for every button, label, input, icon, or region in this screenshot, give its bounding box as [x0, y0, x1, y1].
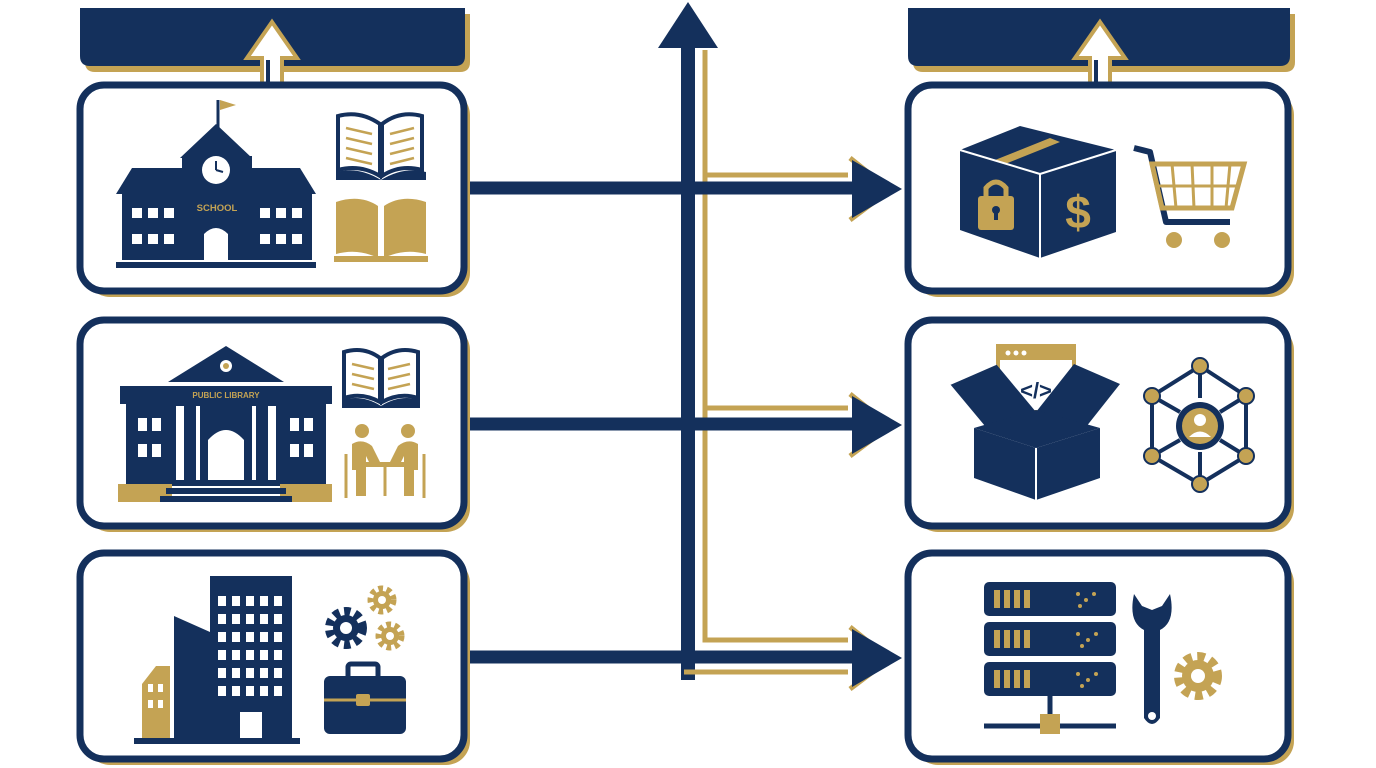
svg-text:$: $ — [1065, 186, 1091, 238]
server-rack-icon — [984, 582, 1116, 734]
top-arrow-head-icon — [658, 2, 718, 48]
reading-people-icon — [344, 424, 426, 498]
card-commerce: $ — [904, 81, 1294, 297]
office-buildings-icon — [134, 576, 300, 744]
wrench-gear-icon — [1132, 594, 1222, 724]
open-book-solid-icon — [334, 198, 428, 262]
secure-package-dollar-icon: $ — [959, 126, 1117, 258]
card-infrastructure — [904, 549, 1294, 765]
arrow-row-2 — [468, 392, 902, 458]
gears-icon — [325, 585, 405, 651]
card-software: </> — [904, 316, 1294, 532]
school-building-icon: SCHOOL — [116, 100, 316, 268]
arrow-row-3 — [468, 625, 902, 691]
user-network-icon — [1143, 357, 1255, 493]
open-book-icon — [336, 112, 426, 180]
arrow-row-1 — [468, 156, 902, 222]
briefcase-icon — [324, 661, 406, 734]
central-spine — [658, 2, 848, 680]
open-book-icon — [342, 348, 420, 408]
shopping-cart-icon — [1133, 145, 1248, 248]
open-box-code-icon: </> — [949, 344, 1120, 500]
school-label: SCHOOL — [197, 203, 238, 214]
card-school: SCHOOL — [76, 81, 470, 297]
library-building-icon: PUBLIC LIBRARY — [118, 346, 332, 502]
card-library: PUBLIC LIBRARY — [76, 316, 470, 532]
library-label: PUBLIC LIBRARY — [192, 391, 260, 400]
card-business — [76, 549, 470, 765]
